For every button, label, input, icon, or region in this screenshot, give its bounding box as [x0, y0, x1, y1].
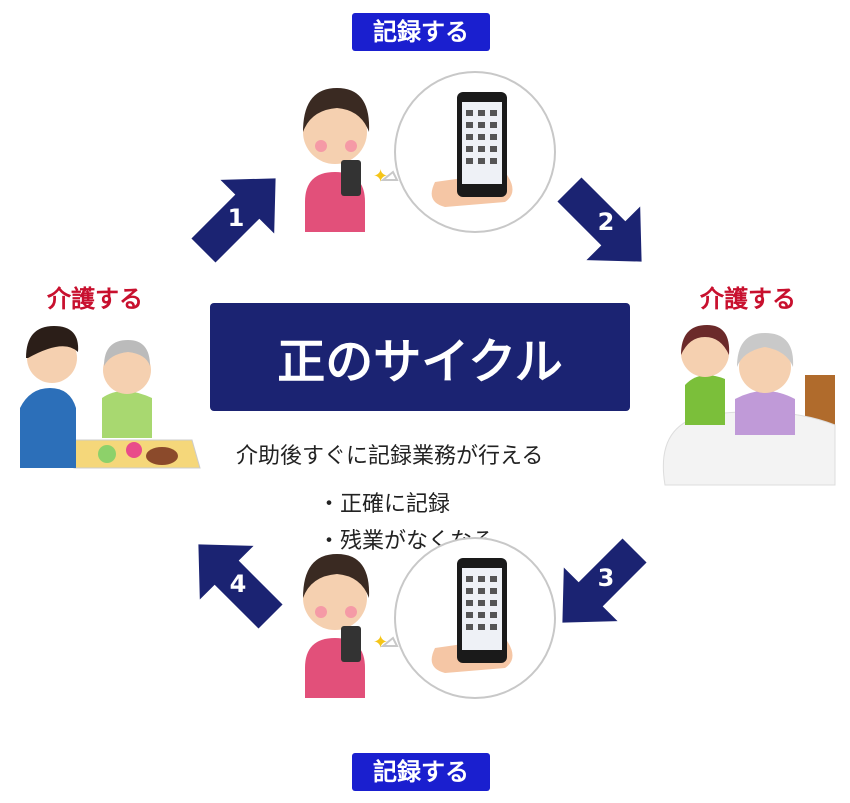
- elderly-woman-hair: [737, 333, 794, 367]
- step-number-2: 2: [598, 208, 615, 236]
- bullet-accurate-record: ・正確に記録: [318, 492, 451, 517]
- caregiver-hair: [681, 325, 730, 355]
- smartphone-small-icon: [341, 160, 361, 196]
- step-number-1: 1: [228, 204, 245, 232]
- smartphone-small-icon: [341, 626, 361, 662]
- caregiver-face: [681, 329, 729, 377]
- arrow-step-2: [557, 177, 642, 262]
- caregiver-hair: [26, 326, 79, 358]
- cycle-title: 正のサイクル: [277, 334, 563, 390]
- care-label-left: 介護する: [47, 285, 143, 313]
- illustration-care-feeding: [20, 326, 201, 469]
- arrow-step-4: [198, 544, 283, 629]
- woman-hair: [303, 554, 370, 598]
- illustration-care-bed: [662, 325, 836, 486]
- illustration-recording-top: ✦: [303, 71, 556, 233]
- illustration-recording-bottom: ✦: [303, 537, 556, 699]
- step-number-4: 4: [230, 570, 247, 598]
- arrow-step-3: [562, 538, 647, 623]
- care-label-right: 介護する: [700, 285, 796, 313]
- elderly-man-hair: [104, 340, 150, 366]
- record-badge-bottom: 記録する: [352, 753, 490, 791]
- caregiver-body: [685, 375, 725, 425]
- woman-hair: [303, 88, 370, 132]
- sparkle-icon: ✦: [373, 166, 388, 187]
- record-badge-top: 記録する: [352, 13, 490, 51]
- caregiver-body: [20, 388, 76, 468]
- step-number-3: 3: [598, 564, 615, 592]
- description-text: 介助後すぐに記録業務が行える: [236, 444, 544, 469]
- elderly-woman-body: [735, 391, 795, 435]
- arrow-step-1: [191, 178, 276, 263]
- cycle-title-box: 正のサイクル: [210, 303, 630, 411]
- elderly-woman-face: [739, 341, 791, 393]
- elderly-man-face: [103, 346, 151, 394]
- elderly-man-body: [102, 391, 152, 438]
- sparkle-icon: ✦: [373, 632, 388, 653]
